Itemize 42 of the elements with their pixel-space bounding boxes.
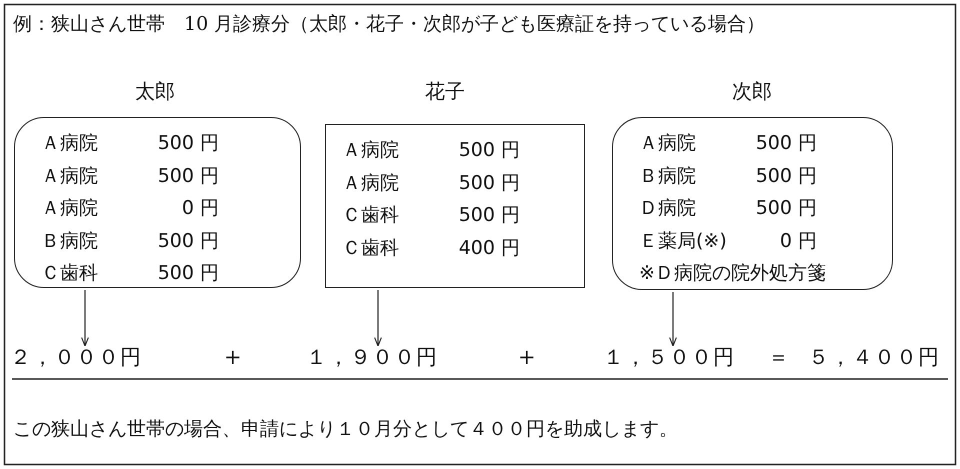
fee-amount: 500 円 [458,170,520,196]
facility-name: Ａ病院 [41,164,98,188]
facility-name: Ｃ歯科 [342,203,399,228]
group-heading: 次郎 [732,78,772,105]
facility-name: Ｃ歯科 [41,261,98,286]
plus-sign: + [224,344,242,370]
facility-name: Ａ病院 [41,131,98,156]
note: ※Ｄ病院の院外処方箋 [639,261,826,286]
facility-name: Ｂ病院 [639,164,696,188]
fee-amount: 500 円 [458,203,520,228]
total-amount: ５，４００円 [808,344,940,370]
fee-amount: 500 円 [156,131,219,156]
facility-name: Ｄ病院 [639,196,696,221]
fee-amount: 500 円 [156,261,219,286]
facility-name: Ａ病院 [639,131,696,156]
fee-amount: 400 円 [458,236,520,260]
fee-amount: 0 円 [180,196,219,221]
fee-amount: 0 円 [778,228,817,254]
down-arrow [669,292,677,347]
facility-name: Ｃ歯科 [342,236,399,260]
down-arrow [374,290,382,347]
subtotal: ２，０００円 [10,344,142,370]
fee-amount: 500 円 [754,164,817,188]
group-heading: 太郎 [135,78,175,105]
fee-amount: 500 円 [156,228,219,254]
fee-amount: 500 円 [156,164,219,188]
fee-amount: 500 円 [754,131,817,156]
equals-sign: ＝ [768,344,789,370]
title: 例：狭山さん世帯 10 月診療分（太郎・花子・次郎が子ども医療証を持っている場合） [13,12,766,37]
down-arrow [81,290,89,347]
subtotal: １，９００円 [306,344,438,370]
facility-name: Ａ病院 [342,138,399,163]
facility-name: Ｅ薬局(※) [639,228,727,254]
facility-name: Ａ病院 [41,196,98,221]
group-heading: 花子 [425,78,465,105]
facility-name: Ａ病院 [342,170,399,196]
fee-amount: 500 円 [754,196,817,221]
fee-amount: 500 円 [458,138,520,163]
note-text: この狭山さん世帯の場合、申請により１０月分として４００円を助成します。 [13,417,678,442]
plus-sign: + [518,344,536,370]
facility-name: Ｂ病院 [41,228,98,254]
subtotal: １，５００円 [603,344,735,370]
